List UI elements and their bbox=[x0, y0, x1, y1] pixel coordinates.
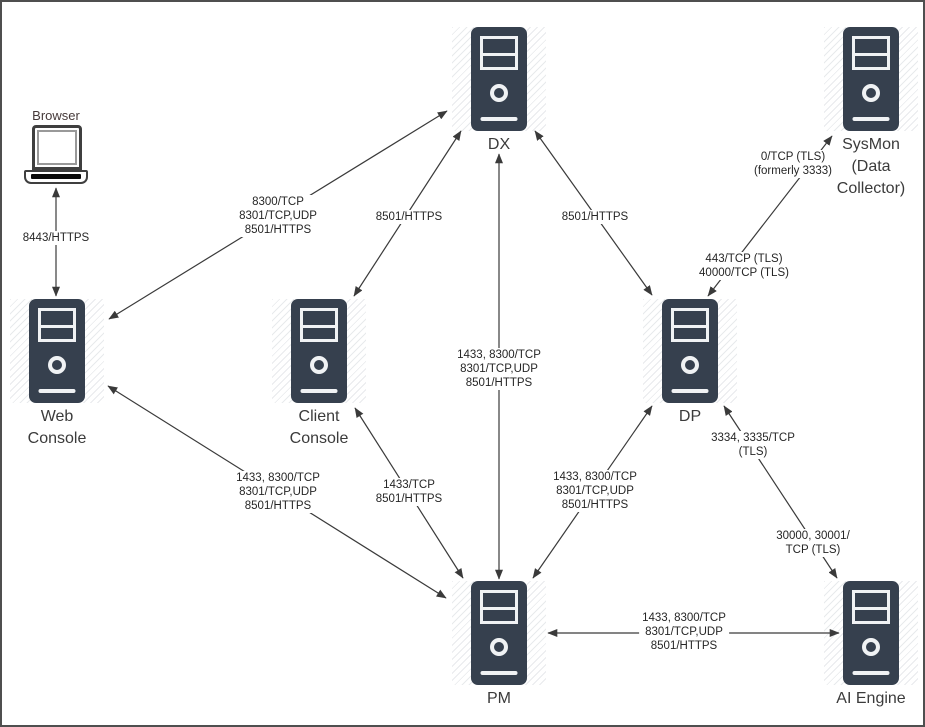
server-tower-icon bbox=[662, 299, 718, 403]
server-tower-icon bbox=[471, 581, 527, 685]
power-button-icon bbox=[862, 638, 880, 656]
edge-label-web-console-pm: 1433, 8300/TCP 8301/TCP,UDP 8501/HTTPS bbox=[233, 471, 323, 513]
edge-label-pm-dp: 1433, 8300/TCP 8301/TCP,UDP 8501/HTTPS bbox=[550, 470, 640, 512]
edge-label-pm-dx: 1433, 8300/TCP 8301/TCP,UDP 8501/HTTPS bbox=[454, 348, 544, 390]
drive-bay bbox=[855, 607, 887, 621]
edge-label-dp-sysmon-lower: 443/TCP (TLS) 40000/TCP (TLS) bbox=[696, 252, 792, 280]
server-tower-icon bbox=[291, 299, 347, 403]
drive-bay bbox=[303, 311, 335, 325]
drive-bay bbox=[41, 311, 73, 325]
edge-label-dp-sysmon-upper: 0/TCP (TLS) (formerly 3333) bbox=[751, 150, 835, 178]
server-drive-bays bbox=[300, 308, 338, 342]
server-slot bbox=[480, 671, 518, 675]
edge-label-client-console-dx: 8501/HTTPS bbox=[372, 210, 446, 224]
drive-bay bbox=[674, 325, 706, 339]
node-dx: DX bbox=[452, 27, 546, 153]
server-tower-icon bbox=[843, 27, 899, 131]
edge-label-browser-web-console: 8443/HTTPS bbox=[19, 231, 93, 245]
power-button-icon bbox=[681, 356, 699, 374]
server-drive-bays bbox=[480, 36, 518, 70]
server-drive-bays bbox=[852, 36, 890, 70]
drive-bay bbox=[674, 311, 706, 325]
power-button-icon bbox=[862, 84, 880, 102]
node-ai-engine: AI Engine bbox=[824, 581, 918, 707]
power-button-icon bbox=[490, 84, 508, 102]
server-tower-icon bbox=[843, 581, 899, 685]
drive-bay bbox=[483, 593, 515, 607]
laptop-icon bbox=[32, 125, 82, 170]
server-slot bbox=[480, 117, 518, 121]
laptop-keyboard bbox=[31, 174, 81, 179]
node-label-web-console: Web Console bbox=[27, 408, 87, 447]
drive-bay bbox=[855, 593, 887, 607]
drive-bay bbox=[855, 53, 887, 67]
server-drive-bays bbox=[852, 590, 890, 624]
edge-label-dp-ai-upper: 3334, 3335/TCP (TLS) bbox=[708, 431, 798, 459]
server-drive-bays bbox=[480, 590, 518, 624]
drive-bay bbox=[41, 325, 73, 339]
server-slot bbox=[852, 117, 890, 121]
server-slot bbox=[852, 671, 890, 675]
power-button-icon bbox=[48, 356, 66, 374]
node-pm: PM bbox=[452, 581, 546, 707]
server-drive-bays bbox=[671, 308, 709, 342]
edge-label-pm-ai-engine: 1433, 8300/TCP 8301/TCP,UDP 8501/HTTPS bbox=[639, 611, 729, 653]
server-tower-icon bbox=[471, 27, 527, 131]
server-slot bbox=[38, 389, 76, 393]
node-client-console: Client Console bbox=[272, 299, 366, 447]
laptop-screen bbox=[37, 130, 77, 165]
drive-bay bbox=[483, 53, 515, 67]
node-dp: DP bbox=[643, 299, 737, 425]
node-label-client-console: Client Console bbox=[289, 408, 349, 447]
edge-label-client-console-pm: 1433/TCP 8501/HTTPS bbox=[372, 478, 446, 506]
node-web-console: Web Console bbox=[10, 299, 104, 447]
drive-bay bbox=[483, 39, 515, 53]
node-label-dx: DX bbox=[487, 136, 511, 153]
power-button-icon bbox=[490, 638, 508, 656]
server-slot bbox=[671, 389, 709, 393]
edge-label-web-console-dx: 8300/TCP 8301/TCP,UDP 8501/HTTPS bbox=[236, 195, 320, 237]
node-sysmon: SysMon (Data Collector) bbox=[824, 27, 918, 197]
node-label-sysmon: SysMon (Data Collector) bbox=[836, 136, 906, 197]
edge-label-dx-dp: 8501/HTTPS bbox=[558, 210, 632, 224]
node-label-ai-engine: AI Engine bbox=[836, 690, 906, 707]
laptop-base bbox=[24, 170, 88, 184]
node-label-pm: PM bbox=[487, 690, 511, 707]
server-drive-bays bbox=[38, 308, 76, 342]
drive-bay bbox=[303, 325, 335, 339]
node-label-browser: Browser bbox=[32, 108, 80, 123]
server-tower-icon bbox=[29, 299, 85, 403]
node-label-dp: DP bbox=[678, 408, 702, 425]
drive-bay bbox=[855, 39, 887, 53]
drive-bay bbox=[483, 607, 515, 621]
server-slot bbox=[300, 389, 338, 393]
edge-label-dp-ai-lower: 30000, 30001/ TCP (TLS) bbox=[773, 529, 853, 557]
power-button-icon bbox=[310, 356, 328, 374]
